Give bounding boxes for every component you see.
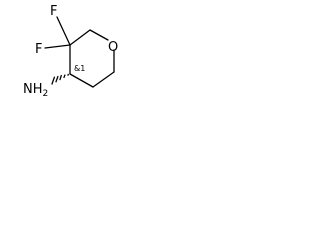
atom-label-f-upper: F [50,4,57,19]
bond-c6-c5 [92,71,115,88]
hashed-wedge-bond-c4-n [51,73,69,85]
stereo-center-label: &1 [74,64,85,73]
bond-c3-c2 [69,29,91,46]
atom-label-oxygen: O [108,40,118,55]
bond-c5-c4 [69,73,94,88]
amine-nh-text: NH [23,82,43,97]
bond-c2-o [89,29,109,41]
atom-label-f-lower: F [35,42,42,57]
atom-label-amine: NH2 [23,82,48,99]
amine-subscript: 2 [43,89,49,99]
bond-c3-f-upper [56,16,71,46]
bond-c3-f-lower [44,44,71,49]
molecule-structure: F F O NH2 &1 [23,4,118,99]
